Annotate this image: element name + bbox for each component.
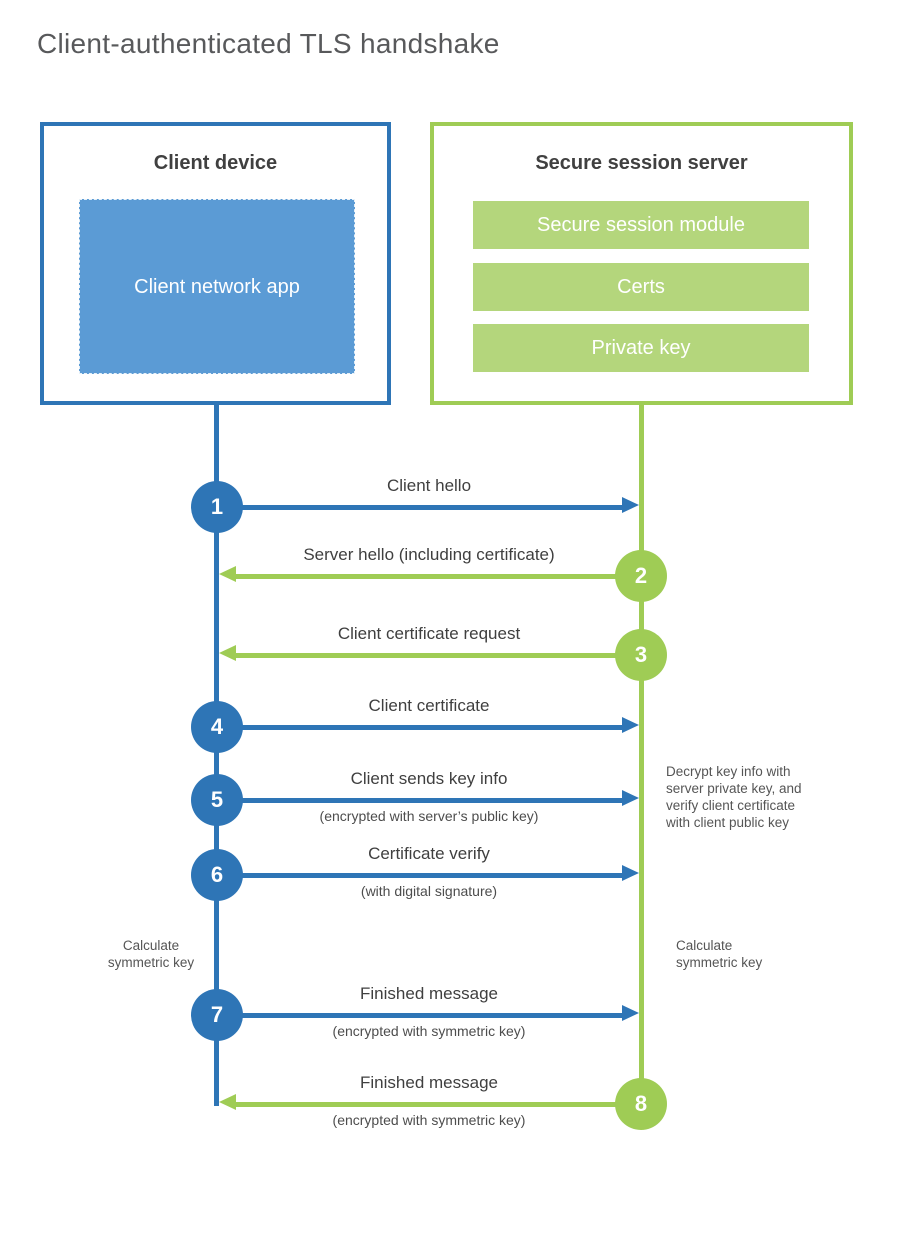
- message-arrow: [236, 653, 641, 658]
- message-sublabel: (encrypted with symmetric key): [332, 1112, 526, 1128]
- message-label: Client hello: [386, 476, 472, 495]
- message-arrow: [217, 505, 622, 510]
- step-number-badge: 3: [615, 629, 667, 681]
- arrow-head-icon: [219, 645, 236, 661]
- step-number-badge: 8: [615, 1078, 667, 1130]
- message-sublabel: (encrypted with server’s public key): [319, 808, 539, 824]
- step-number-badge: 5: [191, 774, 243, 826]
- message-arrow: [236, 1102, 641, 1107]
- message-label: Finished message: [360, 984, 498, 1003]
- message-arrow: [236, 574, 641, 579]
- arrow-head-icon: [219, 566, 236, 582]
- arrow-head-icon: [622, 790, 639, 806]
- arrow-head-icon: [219, 1094, 236, 1110]
- message-arrow: [217, 725, 622, 730]
- arrow-head-icon: [622, 1005, 639, 1021]
- step-number-badge: 7: [191, 989, 243, 1041]
- server-module-secure-session: Secure session module: [473, 201, 809, 249]
- message-label: Certificate verify: [368, 844, 490, 863]
- server-module-certs: Certs: [473, 263, 809, 311]
- client-network-app-label: Client network app: [134, 275, 300, 298]
- client-device-title: Client device: [153, 152, 278, 174]
- step-number-badge: 1: [191, 481, 243, 533]
- message-label: Client certificate request: [337, 624, 521, 643]
- step-number-badge: 4: [191, 701, 243, 753]
- arrow-head-icon: [622, 717, 639, 733]
- decrypt-note-line: Decrypt key info with: [666, 764, 791, 779]
- page-title: Client-authenticated TLS handshake: [37, 28, 500, 59]
- calc-symmetric-key-server: Calculate symmetric key: [676, 938, 763, 970]
- arrow-head-icon: [622, 865, 639, 881]
- message-label: Server hello (including certificate): [303, 545, 555, 564]
- server-title: Secure session server: [535, 152, 748, 174]
- message-sublabel: (encrypted with symmetric key): [332, 1023, 526, 1039]
- client-lifeline: [214, 405, 219, 1106]
- decrypt-note: Decrypt key info with server private key…: [666, 763, 841, 831]
- client-network-app-box: Client network app: [79, 199, 355, 374]
- calc-symmetric-key-client: Calculate symmetric key: [107, 938, 195, 970]
- step-number-badge: 2: [615, 550, 667, 602]
- message-label: Client certificate: [368, 696, 490, 715]
- message-arrow: [217, 873, 622, 878]
- message-label: Finished message: [360, 1073, 498, 1092]
- message-arrow: [217, 1013, 622, 1018]
- message-sublabel: (with digital signature): [360, 883, 498, 899]
- server-lifeline: [639, 405, 644, 1104]
- step-number-badge: 6: [191, 849, 243, 901]
- decrypt-note-line: verify client certificate: [666, 798, 796, 813]
- server-module-private-key: Private key: [473, 324, 809, 372]
- arrow-head-icon: [622, 497, 639, 513]
- decrypt-note-line: server private key, and: [666, 781, 802, 796]
- decrypt-note-line: with client public key: [666, 815, 790, 830]
- message-arrow: [217, 798, 622, 803]
- message-label: Client sends key info: [350, 769, 508, 788]
